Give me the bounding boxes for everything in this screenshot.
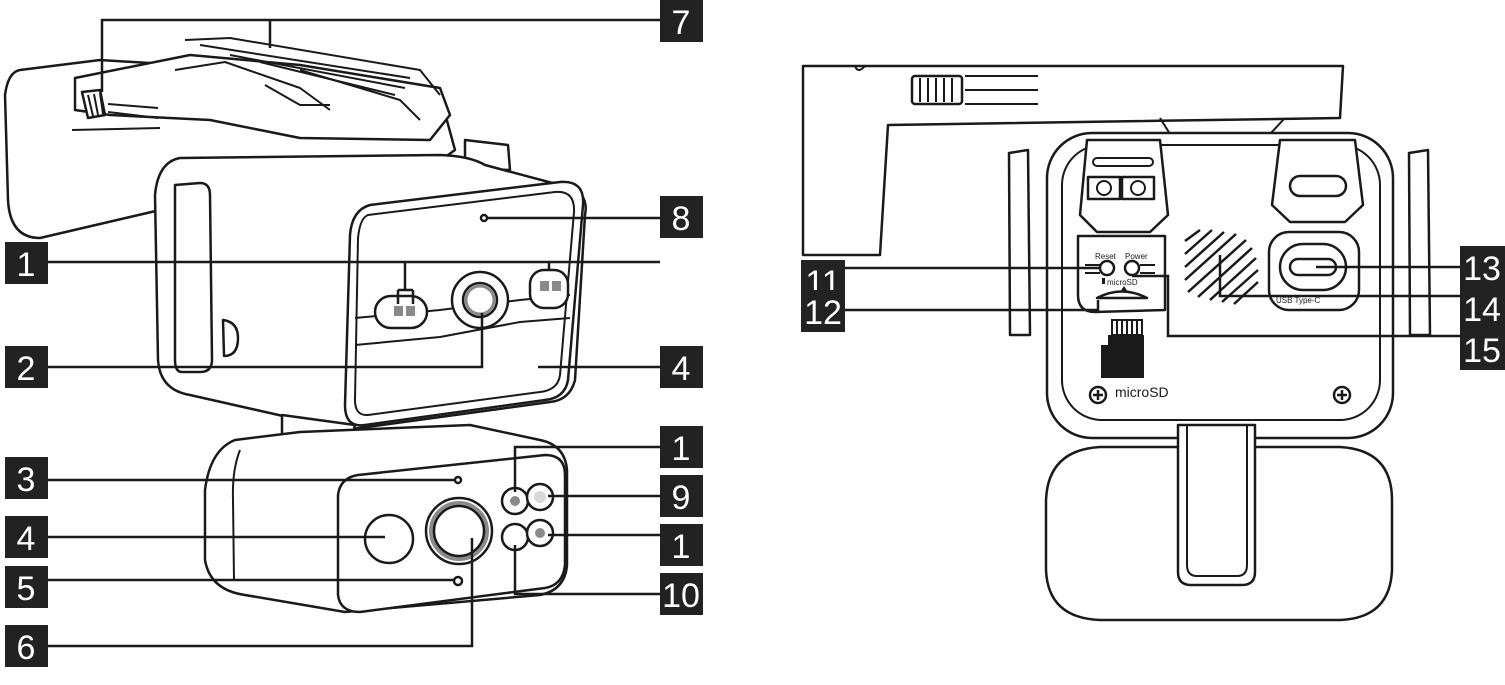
rear-clamp-grip — [910, 74, 1038, 106]
screw-right — [1332, 385, 1352, 405]
callout-1: 1 — [660, 426, 703, 468]
microsd-card — [1101, 319, 1144, 378]
callout-7: 7 — [660, 0, 703, 42]
callout-13: 13 — [1460, 246, 1505, 288]
rear-left-rail — [1007, 148, 1032, 337]
svg-text:4: 4 — [17, 520, 36, 558]
svg-text:10: 10 — [662, 577, 700, 615]
leader-lines — [48, 18, 1460, 648]
rear-right-rail — [1407, 148, 1432, 337]
side-slot — [173, 181, 214, 374]
led-cluster — [500, 482, 555, 552]
clamp-grip — [71, 88, 161, 131]
svg-text:15: 15 — [1463, 332, 1501, 370]
svg-text:1: 1 — [17, 246, 36, 284]
ambient-sensor — [479, 213, 489, 223]
ir-led-left — [373, 294, 429, 330]
svg-text:6: 6 — [17, 629, 36, 667]
svg-text:4: 4 — [672, 350, 691, 388]
callout-6: 6 — [5, 625, 48, 667]
rear-view: Reset Power microSD — [801, 64, 1432, 622]
front-view — [3, 37, 587, 614]
svg-text:8: 8 — [672, 200, 691, 238]
callout-9: 9 — [660, 475, 703, 517]
microsd-label: microSD — [1115, 384, 1169, 400]
rear-stand-neck — [1176, 423, 1257, 587]
callout-10: 10 — [660, 573, 703, 615]
callout-1: 1 — [660, 524, 703, 566]
power-label: Power — [1125, 252, 1148, 261]
callout-14: 14 — [1460, 287, 1505, 329]
microsd-small-label: microSD — [1107, 278, 1138, 287]
power-button — [1123, 259, 1155, 277]
svg-text:13: 13 — [1463, 250, 1501, 288]
svg-text:1: 1 — [672, 430, 691, 468]
svg-text:3: 3 — [17, 461, 36, 499]
speaker-grille — [1170, 226, 1265, 312]
svg-text:2: 2 — [17, 350, 36, 388]
screw-left — [1088, 385, 1108, 405]
secondary-lens — [363, 513, 415, 565]
svg-text:7: 7 — [672, 4, 691, 42]
callout-1: 1 — [5, 242, 48, 284]
callout-5: 5 — [5, 566, 48, 608]
callout-15: 15 — [1460, 328, 1505, 370]
floodlight-lens — [424, 496, 494, 566]
callout-3: 3 — [5, 457, 48, 499]
svg-text:12: 12 — [804, 294, 842, 332]
svg-text:1: 1 — [672, 528, 691, 566]
usb-c-port — [1267, 230, 1361, 312]
callout-2: 2 — [5, 346, 48, 388]
callout-badges: 7 8 1 2 4 1 3 9 — [5, 0, 1505, 667]
svg-text:5: 5 — [17, 570, 36, 608]
svg-text:14: 14 — [1463, 291, 1501, 329]
rear-mount-arm — [801, 64, 1345, 257]
callout-4: 4 — [660, 346, 703, 388]
svg-text:9: 9 — [672, 479, 691, 517]
pir-sensor-top — [453, 475, 463, 485]
ir-led-right — [528, 268, 570, 310]
callout-12: 12 — [801, 290, 845, 332]
usb-label: USB Type-C — [1276, 296, 1321, 305]
callout-4: 4 — [5, 516, 48, 558]
main-lens — [450, 270, 510, 330]
reset-label: Reset — [1095, 252, 1117, 261]
callout-8: 8 — [660, 196, 703, 238]
pir-sensor-bottom — [452, 575, 464, 587]
